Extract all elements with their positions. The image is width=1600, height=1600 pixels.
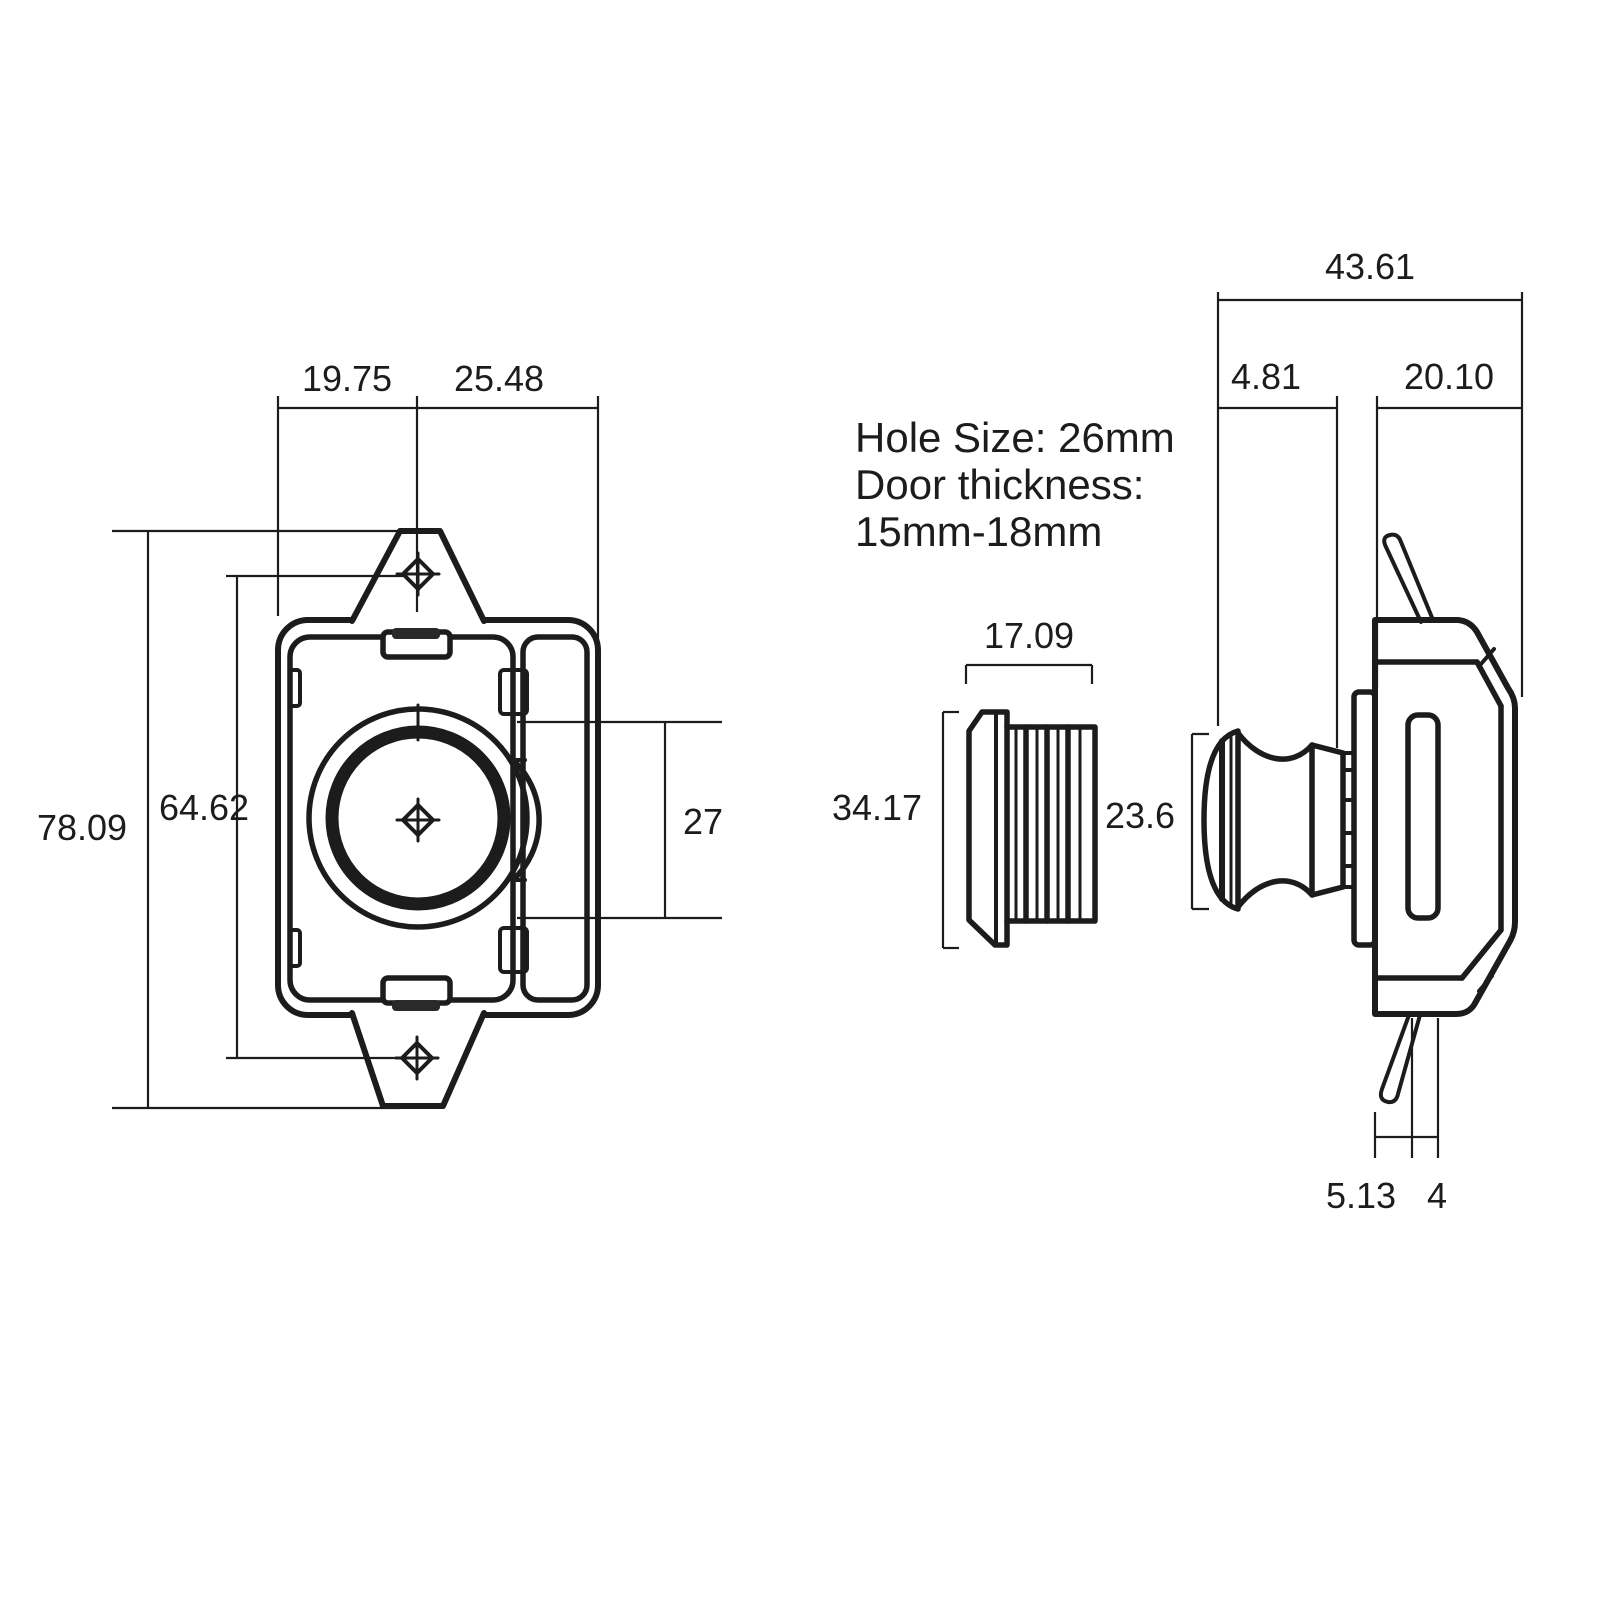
- front-bottom-tab: [380, 975, 453, 1006]
- side-chamfer-rib-bottom: [1477, 974, 1494, 993]
- front-bottom-flange: [349, 1010, 487, 1109]
- front-notch-bottom-right: [498, 926, 529, 974]
- front-notch-top-left: [288, 668, 302, 708]
- front-top-tab-bar: [392, 628, 440, 639]
- dim-side-knob-diameter: 23.6: [1105, 795, 1175, 836]
- side-view: 43.61 4.81 20.10 23.6 5.13 4: [1105, 246, 1524, 1216]
- dim-bushing-thread-length: 17.09: [984, 615, 1074, 656]
- knob-waist-top: [1235, 730, 1315, 762]
- bushing-dimensions: 17.09 34.17: [832, 615, 1094, 950]
- side-bezel-plate: [1351, 689, 1378, 948]
- bushing-view: 17.09 34.17: [832, 615, 1098, 950]
- front-screw-center: [395, 797, 441, 843]
- dim-front-screw-spacing: 64.62: [159, 787, 249, 828]
- bushing-barrel: [1004, 724, 1098, 924]
- dim-side-slot-width: 4: [1427, 1175, 1447, 1216]
- note-thickness-range: 15mm-18mm: [855, 508, 1102, 555]
- dim-side-body-depth: 20.10: [1404, 356, 1494, 397]
- side-view-dimensions: 43.61 4.81 20.10 23.6 5.13 4: [1105, 246, 1524, 1216]
- dim-bushing-flange-diameter: 34.17: [832, 787, 922, 828]
- note-block: Hole Size: 26mm Door thickness: 15mm-18m…: [855, 414, 1175, 555]
- side-chamfer-rib-top: [1479, 647, 1496, 666]
- knob-rear-disc: [1309, 742, 1346, 898]
- front-notch-top-right: [498, 668, 529, 716]
- front-keeper-window: [520, 634, 590, 1003]
- dim-side-overall-depth: 43.61: [1325, 246, 1415, 287]
- bushing-flange: [966, 709, 1010, 948]
- side-housing-slot: [1405, 712, 1441, 921]
- side-housing-top-chamfer-inner: [1474, 659, 1504, 709]
- side-housing-outline: [1372, 617, 1518, 1017]
- front-notch-bottom-left: [288, 928, 302, 968]
- side-housing-bottom-chamfer-inner: [1459, 927, 1504, 981]
- dim-front-width-right: 25.48: [454, 358, 544, 399]
- dim-side-spring-offset: 5.13: [1326, 1175, 1396, 1216]
- note-door-thickness: Door thickness:: [855, 461, 1144, 508]
- front-view-dimensions: 19.75 25.48 78.09 64.62 27: [37, 358, 723, 1110]
- dim-front-width-left: 19.75: [302, 358, 392, 399]
- knob-waist-bottom: [1235, 878, 1315, 910]
- side-spring-arm-top: [1382, 532, 1435, 624]
- front-view: 19.75 25.48 78.09 64.62 27: [37, 358, 723, 1110]
- side-spring-arm-bottom: [1378, 1013, 1422, 1105]
- bushing-threads: [1014, 724, 1082, 924]
- front-latch-cam-bulge: [510, 757, 542, 883]
- dim-side-knob-depth: 4.81: [1231, 356, 1301, 397]
- note-hole-size: Hole Size: 26mm: [855, 414, 1175, 461]
- dim-front-latch-height: 27: [683, 801, 723, 842]
- dim-front-height-overall: 78.09: [37, 807, 127, 848]
- front-bottom-tab-bar: [392, 1000, 440, 1011]
